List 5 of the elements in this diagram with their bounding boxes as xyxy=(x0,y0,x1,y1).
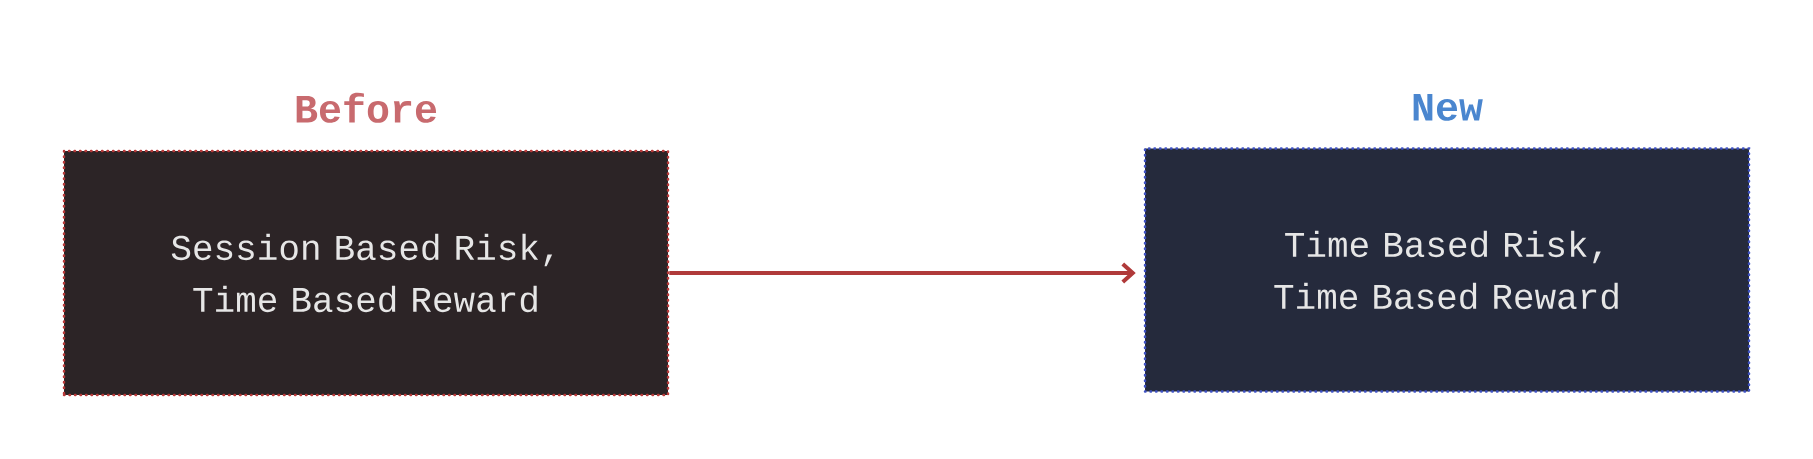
heading: New xyxy=(1413,94,1483,121)
arrow xyxy=(669,262,1136,284)
process-box: Time Based Risk, Time Based Reward xyxy=(1143,147,1751,393)
process-box: Session Based Risk, Time Based Reward xyxy=(62,149,670,397)
heading: Before xyxy=(296,92,437,123)
